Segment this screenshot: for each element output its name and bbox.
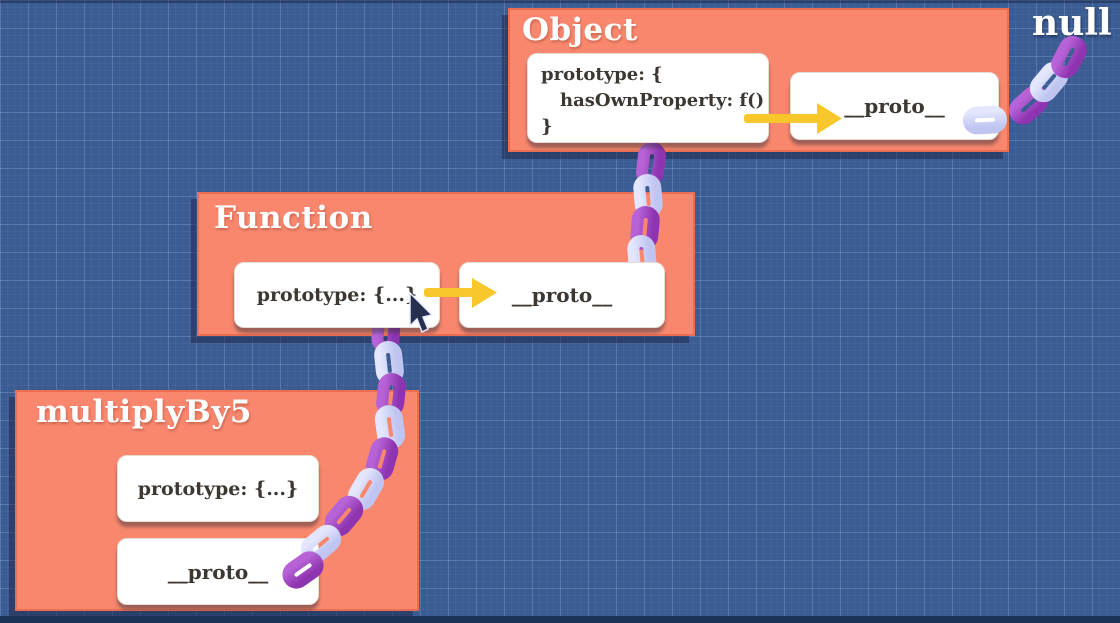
multiplyby5-box-title: multiplyBy5 xyxy=(36,394,252,430)
multiplyby5-proto-card: __proto__ xyxy=(117,538,319,605)
chain-link xyxy=(636,142,666,186)
chain-link xyxy=(1029,61,1069,103)
multiplyby5-prototype-label: prototype: {...} xyxy=(137,477,299,500)
null-label: null xyxy=(1032,2,1112,44)
object-prototype-card: prototype: { hasOwnProperty: f() } xyxy=(527,53,769,143)
object-box-title: Object xyxy=(522,12,638,48)
function-proto-label: __proto__ xyxy=(511,283,613,307)
object-prototype-line-2: hasOwnProperty: f() xyxy=(560,90,765,111)
chain-link xyxy=(1051,35,1087,79)
multiplyby5-prototype-card: prototype: {...} xyxy=(117,455,319,522)
chain-link xyxy=(1009,85,1049,125)
chain-link xyxy=(374,341,404,385)
function-prototype-card: prototype: {...} xyxy=(234,262,440,328)
bottom-edge-strip xyxy=(0,616,1120,623)
function-prototype-label: prototype: {...} xyxy=(256,284,418,306)
function-box-title: Function xyxy=(214,200,373,236)
object-prototype-line-3: } xyxy=(541,116,553,137)
object-prototype-line-1: prototype: { xyxy=(541,64,663,85)
multiplyby5-proto-label: __proto__ xyxy=(167,559,269,584)
top-edge-strip xyxy=(0,0,1120,3)
object-proto-card: __proto__ xyxy=(790,72,999,140)
object-proto-label: __proto__ xyxy=(844,94,945,118)
function-proto-card: __proto__ xyxy=(459,262,665,328)
